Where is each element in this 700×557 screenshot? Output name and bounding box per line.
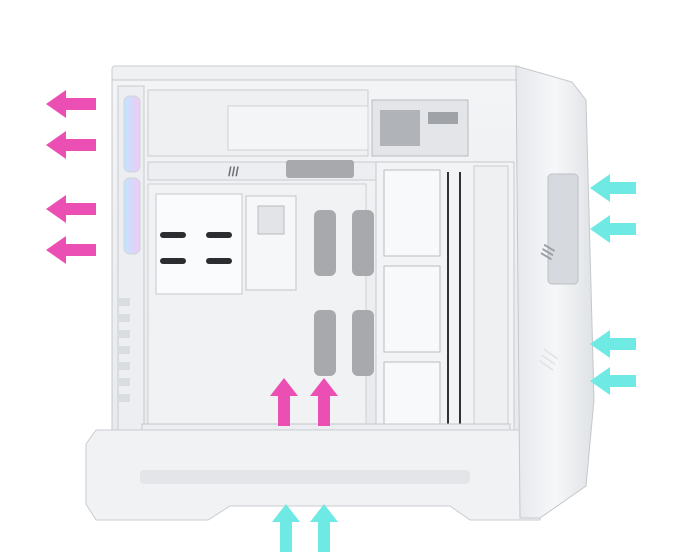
front-panel-vent: [547, 173, 579, 285]
exhaust-arrows-up: [270, 378, 338, 426]
exhaust-arrow-4: [46, 236, 96, 264]
upward-arrow-1: [270, 378, 298, 426]
grommet-1: [314, 210, 336, 276]
drive-bracket-2: [383, 265, 441, 353]
front-panel: [515, 65, 595, 519]
exhaust-arrow-2: [46, 131, 96, 159]
rear-fan-bottom: [123, 177, 141, 255]
intake-arrows-right: [590, 174, 636, 395]
base-slot: [140, 470, 470, 484]
drive-rails: [447, 172, 461, 434]
upward-arrow-2: [310, 378, 338, 426]
intake-arrows-bottom: [272, 504, 338, 552]
top-logo-icon: ///: [228, 164, 239, 179]
bottom-intake-arrow-1: [272, 504, 300, 552]
cpu-cutout: [155, 193, 243, 295]
cpu-cutout-slot-3: [160, 258, 186, 264]
grommet-4: [352, 310, 374, 376]
rear-fan-top: [123, 95, 141, 173]
bottom-intake-arrow-2: [310, 504, 338, 552]
exhaust-arrow-1: [46, 90, 96, 118]
drive-bracket-3: [383, 361, 441, 435]
exhaust-arrow-3: [46, 195, 96, 223]
grommet-2: [352, 210, 374, 276]
cpu-cutout-slot-4: [206, 258, 232, 264]
pump-bracket-window: [257, 205, 285, 235]
expansion-slots: [118, 298, 130, 402]
top-hub-slot: [428, 112, 458, 124]
cpu-cutout-slot-2: [206, 232, 232, 238]
top-bracket-inner: [227, 105, 369, 151]
grommet-3: [314, 310, 336, 376]
exhaust-arrows-left: [46, 90, 96, 264]
top-grommet: [286, 160, 354, 178]
top-hub-heatsink: [380, 110, 420, 146]
drive-bracket-1: [383, 169, 441, 257]
cpu-cutout-slot-1: [160, 232, 186, 238]
front-rail: [473, 165, 509, 439]
front-panel-logo-icon: ///: [539, 243, 560, 262]
